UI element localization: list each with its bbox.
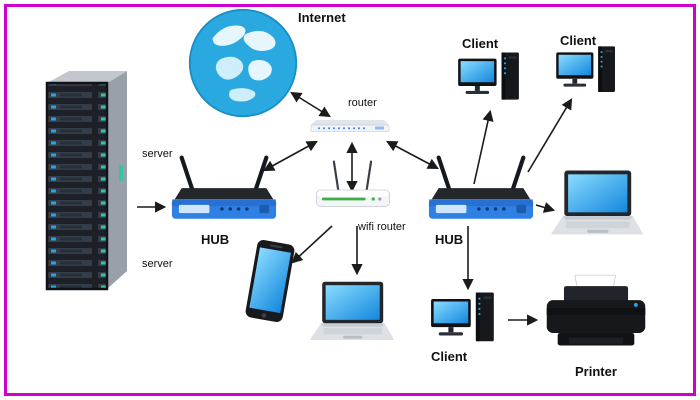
hub-icon [171,155,277,219]
printer-icon [546,274,646,346]
client-top-right-label: Client [560,33,597,48]
globe-icon [188,8,298,118]
smartphone [241,237,299,325]
client-top-left-label: Client [462,36,499,51]
laptop-center [300,276,404,354]
router-label: router [348,97,377,109]
hub-right [422,148,540,236]
laptop-icon [309,281,395,340]
hub-right-label: HUB [435,232,464,247]
edge-hubright-client1 [473,109,494,185]
laptop-right [540,168,654,246]
client-bottom [424,290,506,354]
laptop-icon [550,170,644,235]
client-top-left [450,50,532,112]
hub-left-label: HUB [201,232,230,247]
edge-router-hubright [386,140,439,170]
smartphone-icon [245,240,295,322]
desktop-computer-icon [556,46,615,92]
hub-icon [428,155,534,219]
edge-hubright-client2 [527,98,573,173]
desktop-computer-icon [431,292,494,342]
server-rack-icon [45,71,127,291]
edge-internet-router [290,91,331,118]
router [306,112,394,140]
printer-label: Printer [575,364,617,379]
hub-left [165,148,283,236]
client-top-right [548,44,628,104]
wifi-router-icon [315,160,391,207]
server-top-label: server [142,148,173,160]
internet-globe [186,6,300,120]
edge-hubright-laptop [535,202,556,213]
edge-wifi-phone [291,225,333,264]
server-rack [35,65,135,305]
desktop-computer-icon [458,52,519,100]
edge-router-hubleft [263,140,318,172]
printer [536,272,656,358]
server-bottom-label: server [142,258,173,270]
router-icon [310,120,390,132]
client-bottom-label: Client [431,349,468,364]
wifi-router [312,150,394,224]
internet-label: Internet [298,10,346,25]
wifi-router-label: wifi router [358,221,406,233]
